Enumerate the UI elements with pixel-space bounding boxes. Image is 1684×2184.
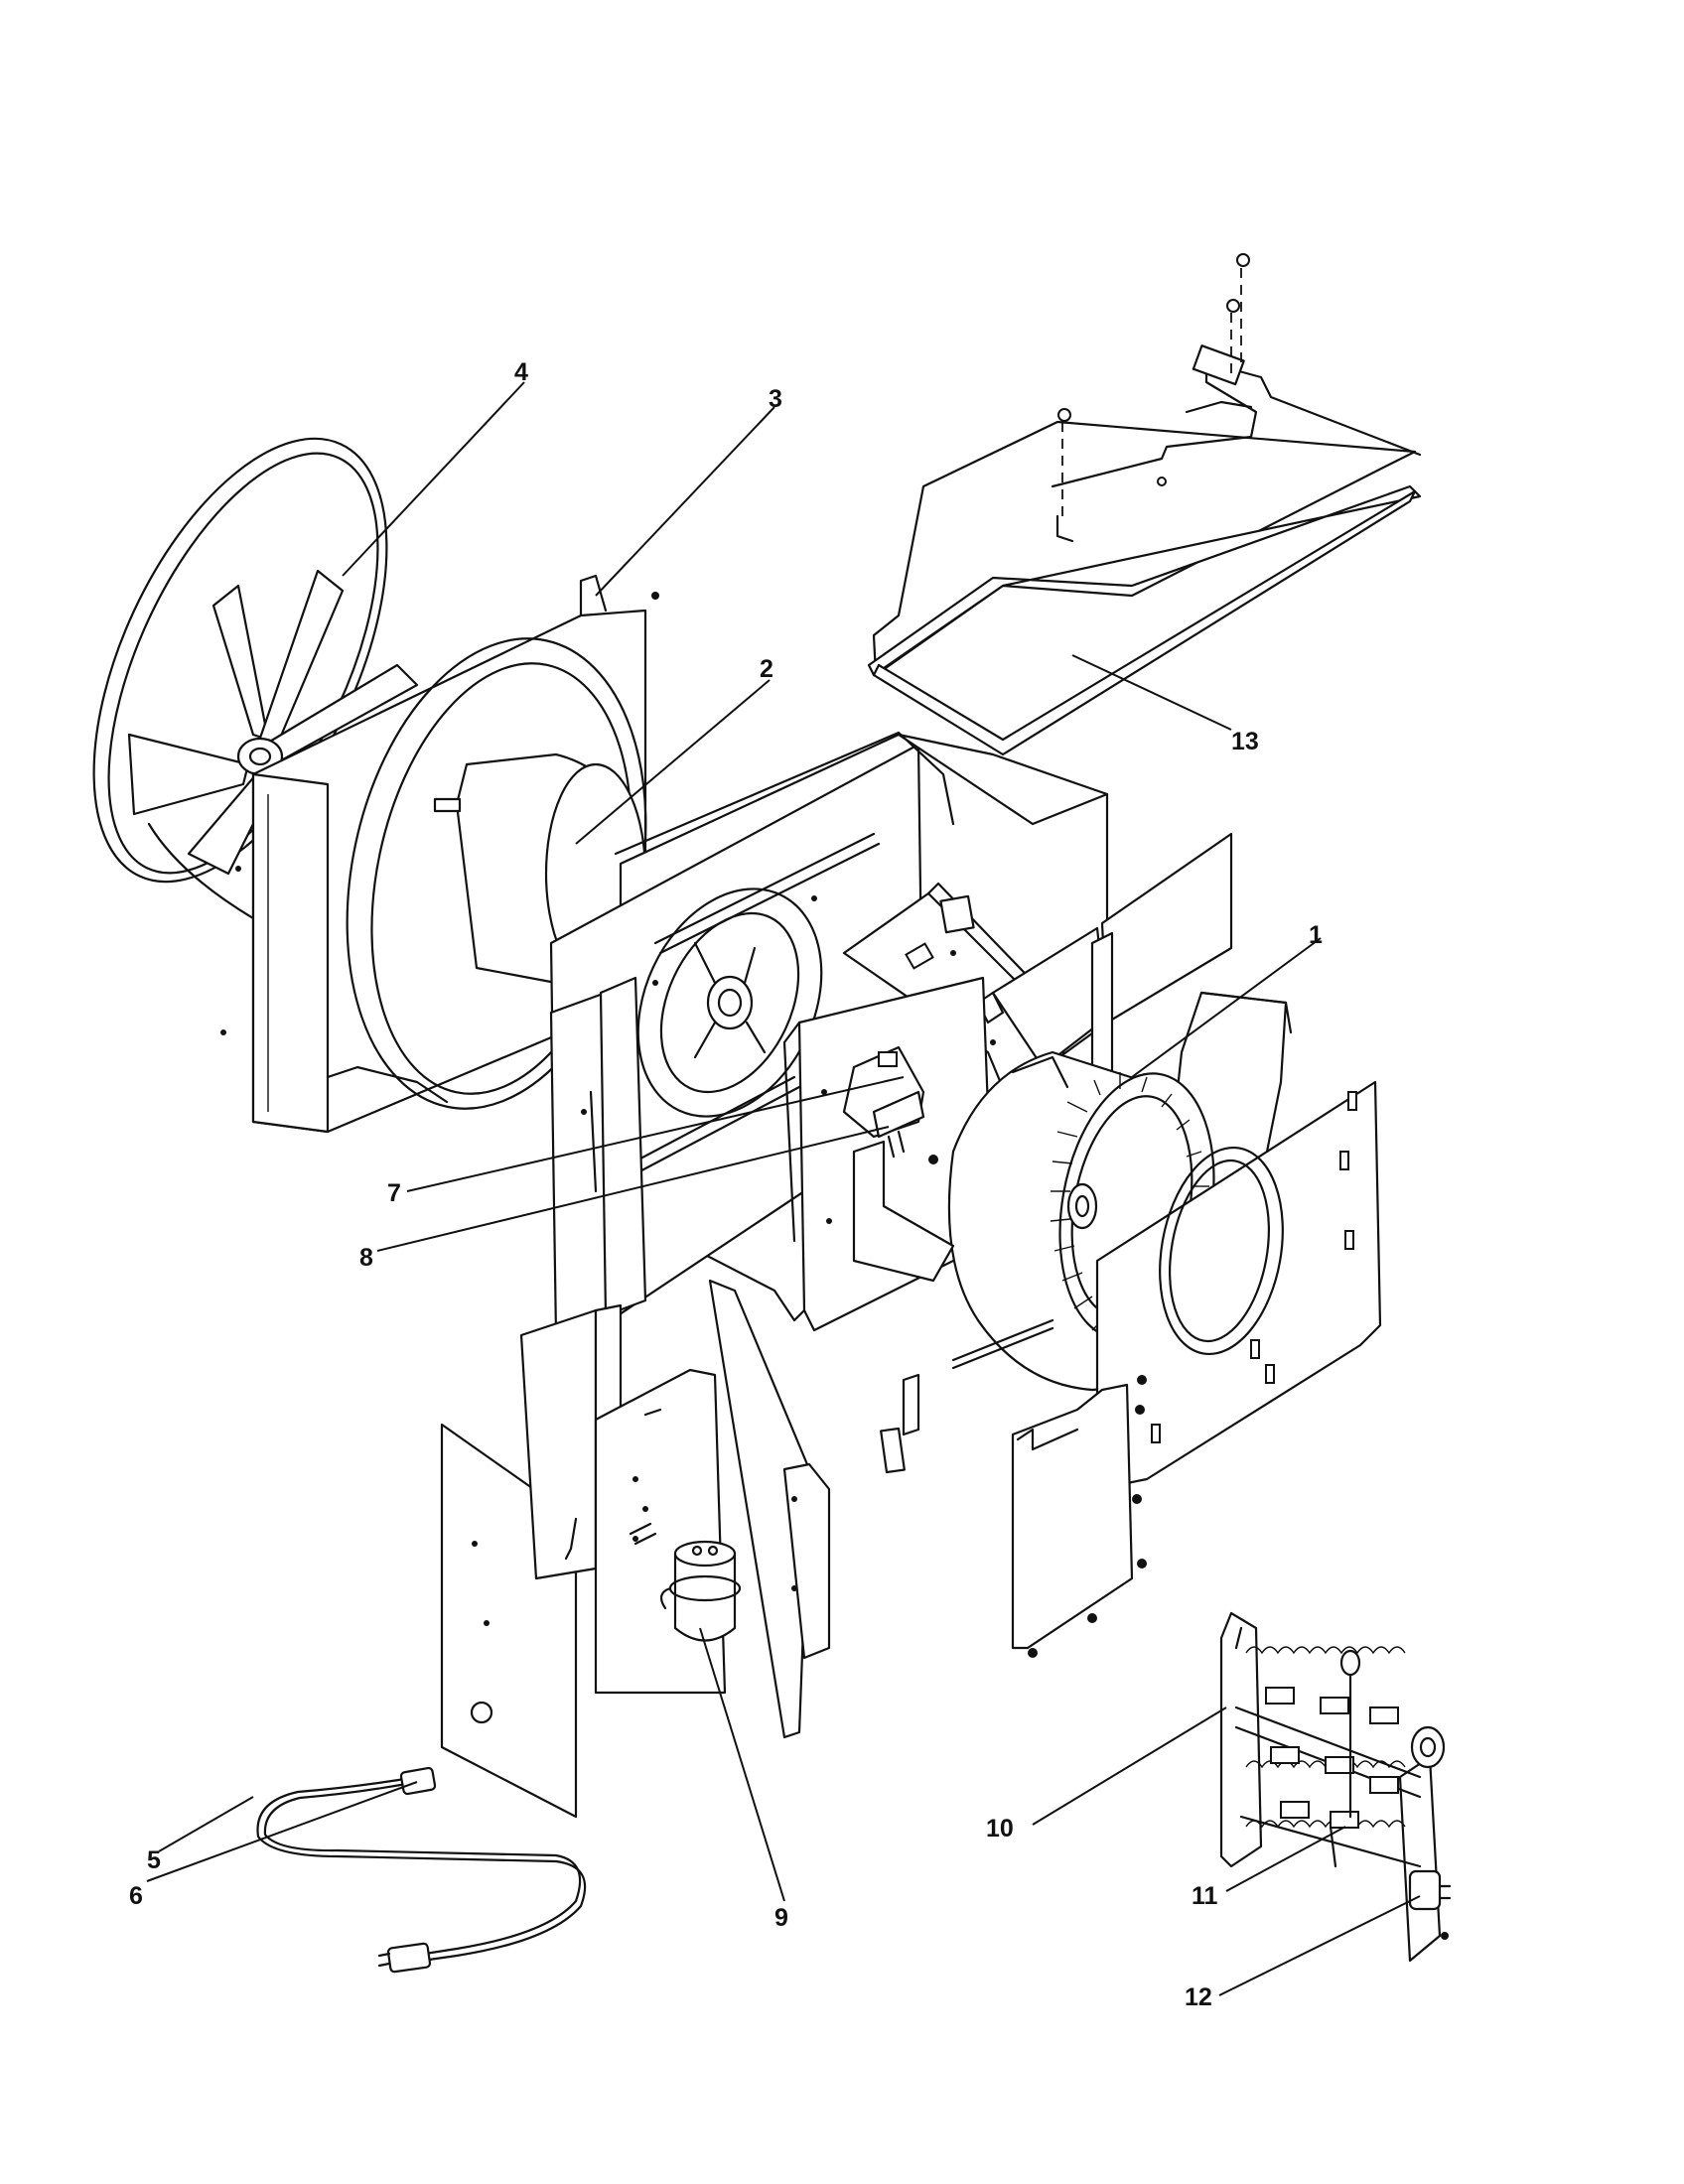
callout-5: 5 [147,1846,161,1874]
limit-switch-part [1408,1725,1452,1940]
callout-3: 3 [769,385,782,413]
callout-9: 9 [774,1904,788,1932]
heater-element-part [1219,1611,1442,1963]
capacitor-part [659,1540,742,1642]
power-cord-part [256,1766,587,1974]
callout-labels: 1 2 3 4 5 6 7 8 9 10 11 12 13 [129,358,1323,2011]
fan-blade-part [92,437,419,920]
leader-lines [146,381,1421,1996]
callout-7: 7 [387,1179,401,1207]
left-partition [549,976,647,1337]
callout-10: 10 [986,1815,1014,1843]
callout-4: 4 [514,358,528,386]
blower-scroll-panel [852,1080,1382,1491]
top-cover-part [867,253,1422,756]
blower-wheel-part [880,991,1293,1474]
callout-2: 2 [760,655,773,683]
callout-8: 8 [359,1244,373,1272]
callout-12: 12 [1185,1983,1212,2011]
fan-shroud-part [220,574,659,1134]
callout-1: 1 [1309,921,1323,949]
lower-left-cover [440,1303,623,1819]
switch-component [842,1045,938,1164]
callout-11: 11 [1192,1882,1218,1910]
callout-13: 13 [1231,728,1259,755]
callout-6: 6 [129,1882,143,1910]
lower-right-panel [1011,1375,1147,1658]
